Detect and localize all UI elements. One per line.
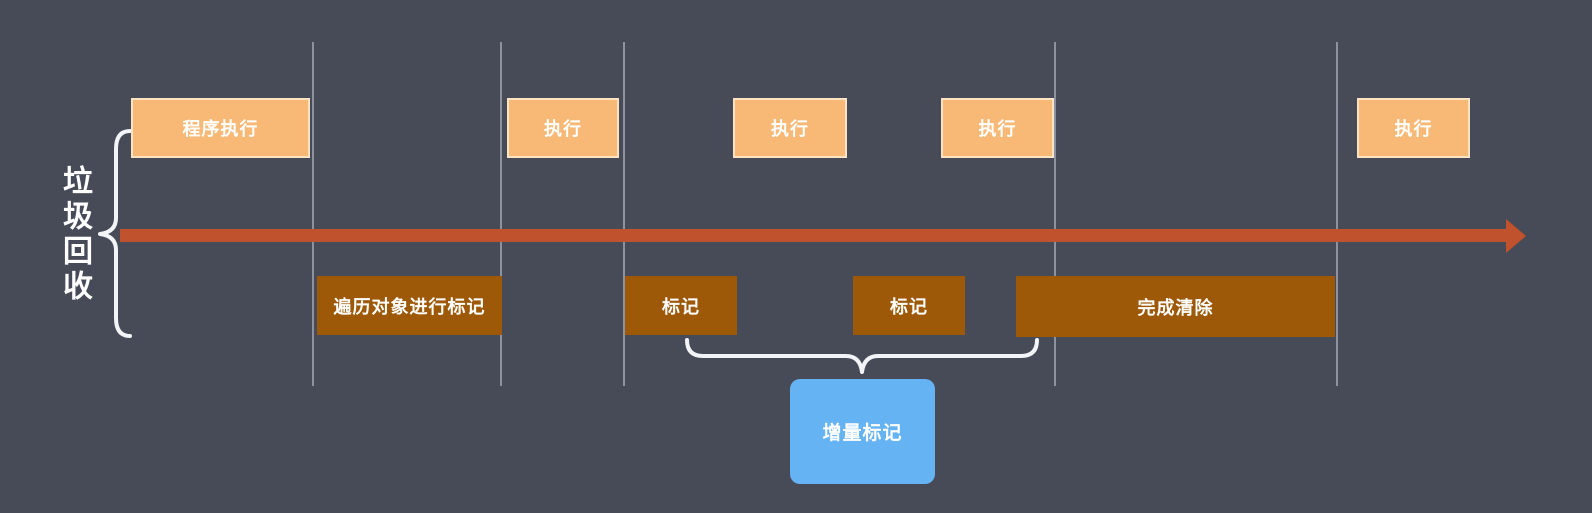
bottom-curly-brace-icon — [685, 338, 1039, 374]
traverse-mark-box: 遍历对象进行标记 — [317, 276, 502, 335]
mark-box: 标记 — [853, 276, 965, 335]
program-execution-box: 程序执行 — [131, 98, 310, 158]
timeline-arrow-head-icon — [1506, 219, 1526, 253]
mark-box: 标记 — [625, 276, 737, 335]
execution-box: 执行 — [733, 98, 847, 158]
divider-line — [312, 42, 314, 386]
left-curly-brace-icon — [98, 129, 132, 338]
timeline-arrow-shaft — [120, 229, 1507, 242]
incremental-mark-box: 增量标记 — [790, 379, 935, 484]
execution-box: 执行 — [941, 98, 1054, 158]
divider-line — [623, 42, 625, 386]
execution-box: 执行 — [507, 98, 619, 158]
execution-box: 执行 — [1357, 98, 1470, 158]
divider-line — [1336, 42, 1338, 386]
group-title: 垃圾回收 — [57, 165, 92, 305]
divider-line — [500, 42, 502, 386]
sweep-complete-box: 完成清除 — [1016, 276, 1335, 337]
divider-line — [1054, 42, 1056, 386]
